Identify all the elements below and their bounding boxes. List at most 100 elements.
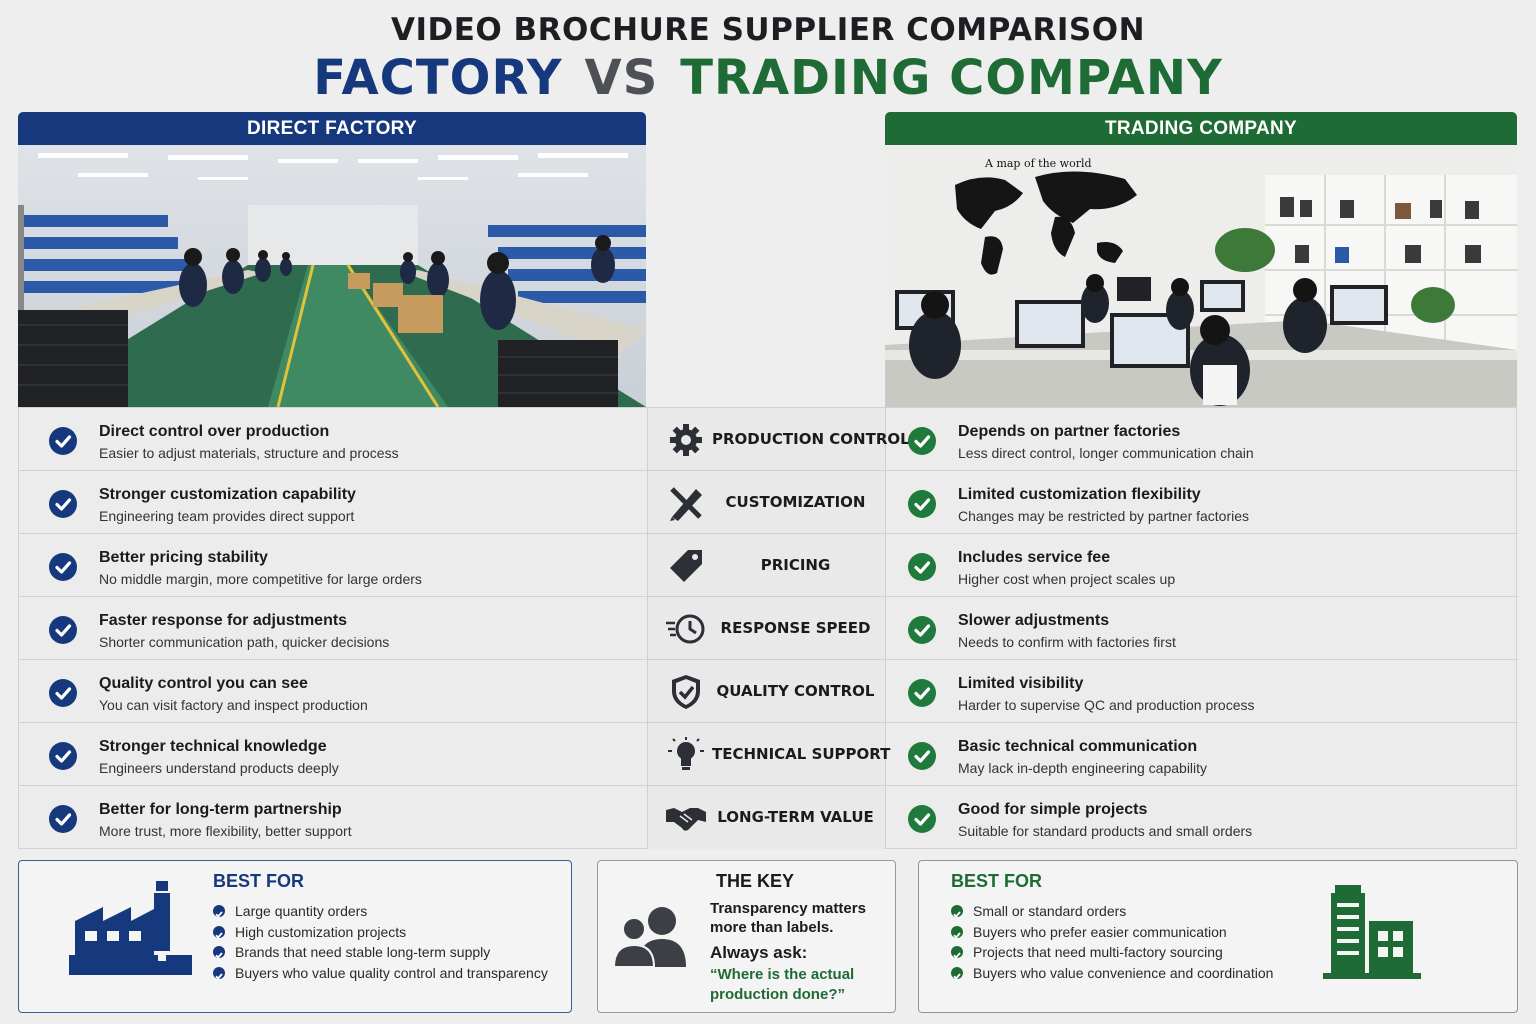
check-icon <box>49 490 77 518</box>
people-icon <box>614 907 686 967</box>
factory-detail: Engineering team provides direct support <box>99 508 355 524</box>
trading-company-header: TRADING COMPANY <box>885 112 1517 145</box>
factory-detail: Shorter communication path, quicker deci… <box>99 634 390 650</box>
list-item: Projects that need multi-factory sourcin… <box>951 942 1273 963</box>
check-icon <box>49 805 77 833</box>
criterion-cell: PRODUCTION CONTROL <box>647 408 910 470</box>
criterion-label: TECHNICAL SUPPORT <box>712 745 891 763</box>
list-item-text: Buyers who value convenience and coordin… <box>973 964 1274 981</box>
trading-detail: Higher cost when project scales up <box>958 571 1176 587</box>
trading-point: Includes service fee <box>958 549 1111 566</box>
criterion-label: LONG-TERM VALUE <box>717 808 874 826</box>
check-icon <box>951 925 963 939</box>
check-icon <box>908 742 936 770</box>
factory-point: Stronger customization capability <box>99 486 356 503</box>
trading-detail: Needs to confirm with factories first <box>958 634 1176 650</box>
page-subtitle: FACTORY VS TRADING COMPANY <box>0 50 1536 106</box>
map-caption: A map of the world <box>984 157 1092 170</box>
check-icon <box>951 905 963 918</box>
list-item-text: High customization projects <box>235 923 407 940</box>
check-icon <box>213 946 225 959</box>
trading-heading: TRADING COMPANY <box>680 50 1223 106</box>
key-line-2: more than labels. <box>710 919 834 936</box>
list-item-text: Buyers who prefer easier communication <box>973 923 1227 940</box>
factory-point: Better pricing stability <box>99 549 268 566</box>
key-line-3: Always ask: <box>710 943 808 962</box>
best-for-factory-title: BEST FOR <box>213 871 305 891</box>
factory-point: Faster response for adjustments <box>99 612 348 629</box>
factory-point: Quality control you can see <box>99 675 308 692</box>
list-item: Buyers who value quality control and tra… <box>213 963 548 984</box>
trading-detail: Harder to supervise QC and production pr… <box>958 697 1255 713</box>
trading-detail: Less direct control, longer communicatio… <box>958 445 1254 461</box>
factory-heading: FACTORY <box>313 50 563 106</box>
list-item-text: Brands that need stable long-term supply <box>235 944 491 960</box>
check-icon <box>49 427 77 455</box>
key-question-1: “Where is the actual <box>710 966 855 983</box>
check-icon <box>908 427 936 455</box>
list-item: Brands that need stable long-term supply <box>213 942 548 963</box>
check-icon <box>908 679 936 707</box>
factory-photo <box>18 145 646 407</box>
key-question-2: production done?” <box>710 986 845 1003</box>
direct-factory-header: DIRECT FACTORY <box>18 112 646 145</box>
lightbulb-icon <box>666 737 706 773</box>
factory-point: Direct control over production <box>99 423 330 440</box>
the-key-box: THE KEY Transparency matters more than l… <box>597 860 896 1013</box>
criterion-cell: QUALITY CONTROL <box>647 660 886 722</box>
check-icon <box>213 905 225 918</box>
list-item-text: Large quantity orders <box>235 903 368 919</box>
list-item: Buyers who prefer easier communication <box>951 922 1273 943</box>
check-icon <box>908 805 936 833</box>
list-item-text: Buyers who value quality control and tra… <box>235 964 548 981</box>
check-icon <box>213 966 225 980</box>
page-title: VIDEO BROCHURE SUPPLIER COMPARISON <box>390 12 1146 48</box>
factory-detail: No middle margin, more competitive for l… <box>99 571 422 587</box>
check-icon <box>49 679 77 707</box>
criterion-label: QUALITY CONTROL <box>716 682 875 700</box>
trading-point: Depends on partner factories <box>958 423 1181 440</box>
best-for-trading-title: BEST FOR <box>951 871 1043 891</box>
check-icon <box>49 553 77 581</box>
trading-detail: Suitable for standard products and small… <box>958 823 1253 839</box>
factory-point: Better for long-term partnership <box>99 801 342 818</box>
trading-point: Basic technical communication <box>958 738 1198 755</box>
the-key-title: THE KEY <box>716 871 795 891</box>
check-icon <box>908 616 936 644</box>
check-icon <box>49 742 77 770</box>
trading-detail: Changes may be restricted by partner fac… <box>958 508 1250 524</box>
key-line-1: Transparency matters <box>710 900 866 917</box>
vs-heading: VS <box>584 50 659 106</box>
trading-point: Limited customization flexibility <box>958 486 1201 503</box>
factory-point: Stronger technical knowledge <box>99 738 327 755</box>
criterion-label: PRICING <box>760 556 831 574</box>
check-icon <box>908 490 936 518</box>
list-item-text: Projects that need multi-factory sourcin… <box>973 944 1223 960</box>
check-icon <box>908 553 936 581</box>
price-tag-icon <box>666 548 706 584</box>
list-item: Small or standard orders <box>951 901 1273 922</box>
criterion-cell: LONG-TERM VALUE <box>647 786 886 849</box>
criterion-cell: PRICING <box>647 534 886 596</box>
table-row: Better pricing stability No middle margin… <box>19 534 1518 597</box>
office-building-icon <box>1323 885 1421 979</box>
